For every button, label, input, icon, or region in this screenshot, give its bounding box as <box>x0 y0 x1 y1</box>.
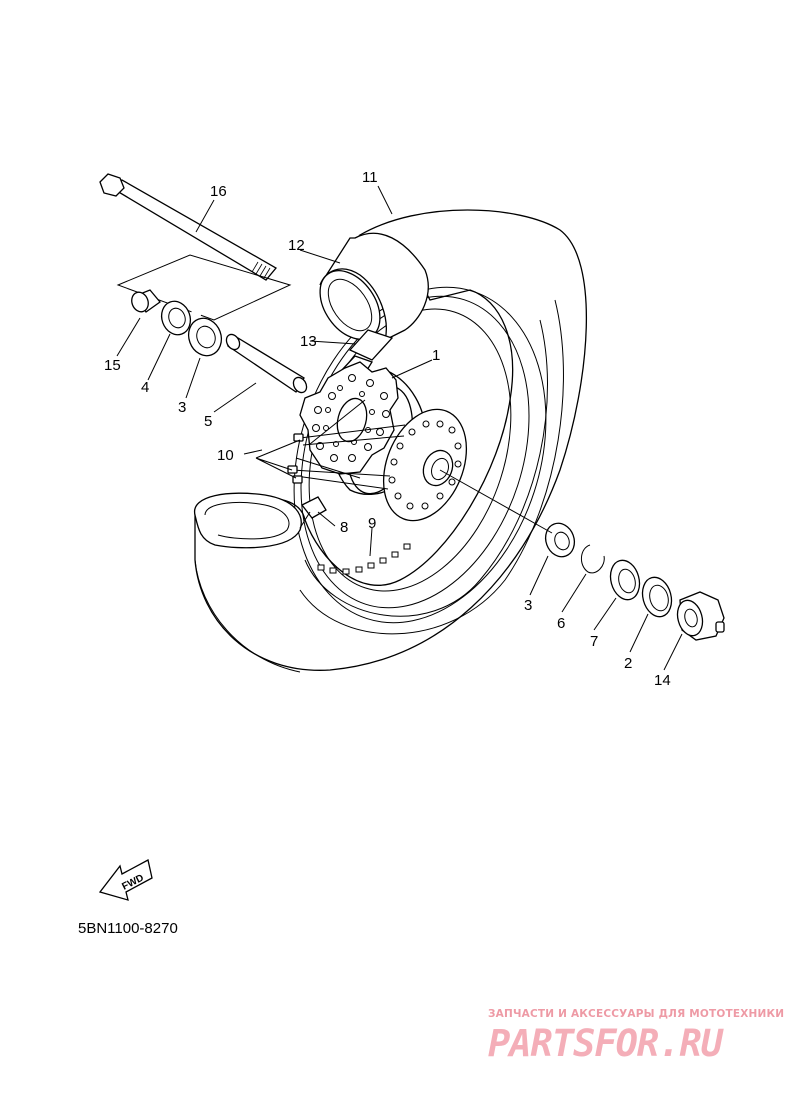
bearing-part-3-left <box>187 317 223 357</box>
oil-seal-part-4 <box>160 300 192 336</box>
callout-15: 15 <box>104 357 121 374</box>
callout-14: 14 <box>654 672 671 689</box>
callout-4: 4 <box>141 379 149 396</box>
callout-8: 8 <box>340 519 348 536</box>
callout-3-left: 3 <box>178 399 186 416</box>
gear-unit-part-14 <box>676 591 725 641</box>
circlip-part-6 <box>581 544 605 574</box>
brake-disc <box>382 408 468 522</box>
tire-cross-section <box>194 492 302 673</box>
catalog-code: 5BN1100-8270 <box>78 920 178 937</box>
callout-7: 7 <box>590 633 598 650</box>
fwd-arrow-icon: FWD <box>98 859 153 901</box>
axle-part-16 <box>99 173 277 281</box>
collar-part-15 <box>131 289 161 313</box>
leader-lines <box>116 185 683 671</box>
callout-labels: 16 11 12 13 1 15 4 3 5 10 8 9 3 6 7 2 14 <box>104 169 671 689</box>
callout-5: 5 <box>204 413 212 430</box>
callout-10: 10 <box>217 447 234 464</box>
callout-6: 6 <box>557 615 565 632</box>
callout-11: 11 <box>362 169 378 186</box>
spokes-part-10 <box>287 399 406 490</box>
spoke-nipples-part-9 <box>317 543 411 575</box>
callout-3-right: 3 <box>524 597 532 614</box>
tube-valve-part-8 <box>299 496 327 529</box>
watermark-logo: PARTSFOR.RU <box>488 1022 723 1065</box>
spacer-part-5 <box>225 333 308 394</box>
watermark-tagline: ЗАПЧАСТИ И АКСЕССУАРЫ ДЛЯ МОТОТЕХНИКИ <box>488 1008 785 1020</box>
callout-12: 12 <box>288 237 305 254</box>
hub-flange-part-1 <box>299 361 399 475</box>
callout-9: 9 <box>368 515 376 532</box>
bearing-part-3-right <box>544 522 576 558</box>
callout-13: 13 <box>300 333 317 350</box>
callout-2: 2 <box>624 655 632 672</box>
callout-16: 16 <box>210 183 227 200</box>
oil-seal-part-7 <box>609 559 641 601</box>
collar-part-2 <box>641 576 673 618</box>
callout-1: 1 <box>432 347 440 364</box>
